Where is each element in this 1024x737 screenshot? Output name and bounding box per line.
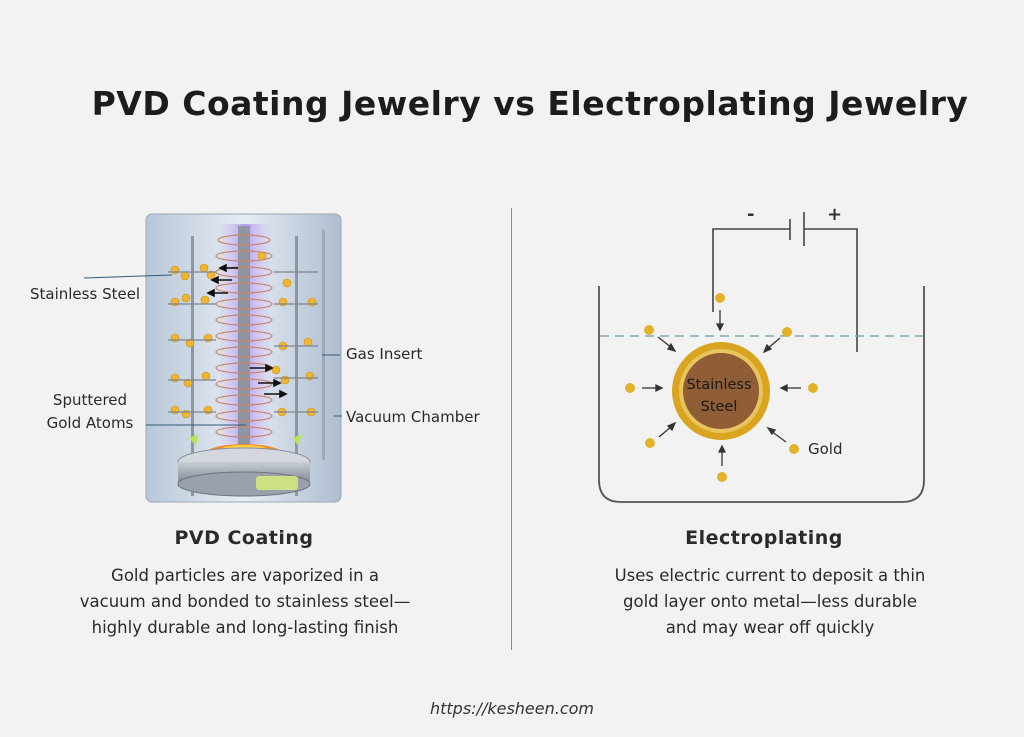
- deposition-arrows: [642, 310, 801, 466]
- electro-desc-line: gold layer onto metal—less durable: [623, 592, 917, 611]
- left-post: [191, 236, 194, 496]
- pvd-desc-line: vacuum and bonded to stainless steel—: [79, 592, 411, 611]
- pvd-desc-line: Gold particles are vaporized in a: [111, 566, 379, 585]
- center-rod: [238, 226, 250, 450]
- label-gold: Gold: [808, 440, 843, 458]
- particle-arrows: [206, 263, 288, 399]
- stainless-steel-core: [683, 353, 759, 429]
- core-label: Stainless Steel: [673, 374, 765, 418]
- label-sputtered-gold-atoms: Sputtered Gold Atoms: [30, 389, 150, 435]
- right-sensor-icon: [293, 434, 302, 446]
- rack-bars: [168, 271, 318, 413]
- pvd-description: Gold particles are vaporized in a vacuum…: [40, 563, 450, 641]
- column-divider: [511, 208, 512, 650]
- left-sensor-icon: [189, 434, 198, 446]
- electroplating-description: Uses electric current to deposit a thin …: [570, 563, 970, 641]
- plating-tank: [598, 286, 925, 503]
- footer-url: https://kesheen.com: [429, 699, 595, 718]
- electroplating-heading: Electroplating: [685, 527, 843, 549]
- label-sputtered-line2: Gold Atoms: [46, 414, 134, 432]
- label-stainless-steel: Stainless Steel: [30, 285, 141, 303]
- pvd-desc-line: highly durable and long-lasting finish: [91, 618, 399, 637]
- battery-plus-sign: +: [827, 204, 843, 225]
- label-vacuum-chamber: Vacuum Chamber: [346, 408, 480, 426]
- page-title: PVD Coating Jewelry vs Electroplating Je…: [91, 84, 969, 123]
- chamber-base: [177, 447, 311, 497]
- core-label-line1: Stainless: [686, 377, 752, 393]
- pvd-heading: PVD Coating: [174, 527, 314, 549]
- core-label-line2: Steel: [700, 399, 738, 415]
- chamber-wall-right: [322, 230, 325, 460]
- label-gas-insert: Gas Insert: [346, 345, 423, 363]
- electro-desc-line: Uses electric current to deposit a thin: [614, 566, 926, 585]
- right-post: [295, 236, 298, 496]
- gold-particles: [625, 293, 818, 482]
- battery-circuit: [712, 212, 858, 352]
- battery-minus-sign: -: [747, 204, 755, 225]
- stainless-steel-pointer: [83, 274, 173, 279]
- electro-desc-line: and may wear off quickly: [665, 618, 875, 637]
- label-sputtered-line1: Sputtered: [52, 391, 128, 409]
